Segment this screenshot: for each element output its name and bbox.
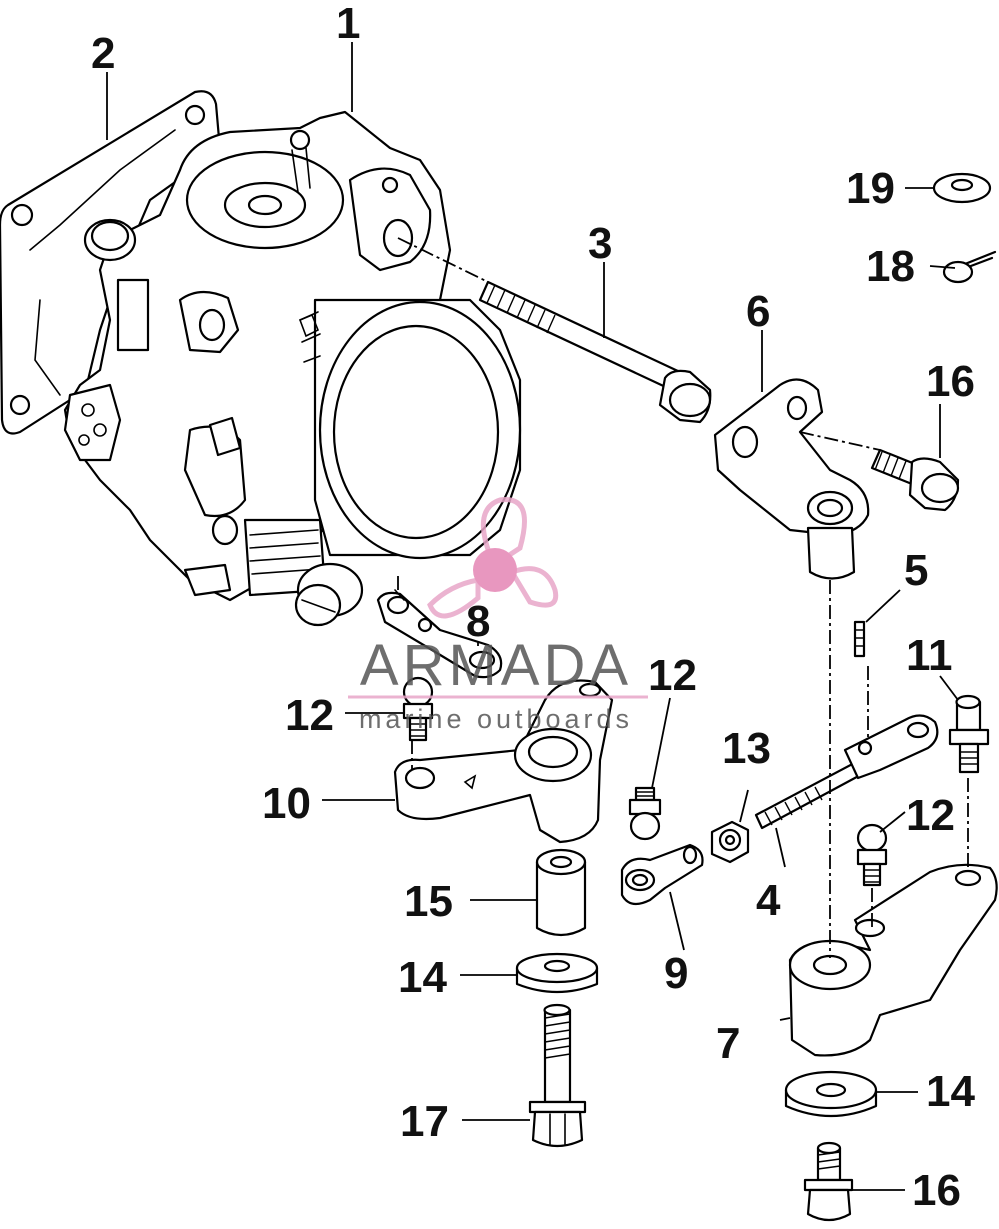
link-rod-end-part [376,589,503,679]
armada-watermark: ARMADA marine outboards [348,497,648,734]
callout-14-upper: 14 [398,953,447,1002]
throttle-body-part [63,110,522,627]
callout-12-right: 12 [906,791,955,840]
callout-1: 1 [336,0,360,48]
assembly-lines [397,237,969,958]
callout-16-upper: 16 [926,357,975,406]
callout-15: 15 [404,877,453,926]
rod-end-upper-part [843,714,939,780]
callout-18: 18 [866,242,915,291]
callout-9: 9 [664,949,688,998]
callout-12-middle: 12 [648,651,697,700]
stud-part [948,694,990,774]
propeller-blade-right [508,566,559,608]
ball-stud-right-part [856,823,888,887]
callout-6: 6 [746,287,770,336]
callout-3: 3 [588,219,612,268]
propeller-hub [473,548,517,592]
lever-part [393,679,614,844]
callout-10: 10 [262,779,311,828]
bolt-upper-part [870,448,960,512]
callout-4: 4 [756,876,781,925]
rod-end-9-part [620,843,704,906]
callout-11: 11 [906,631,953,680]
collar-part [535,848,587,937]
callout-13: 13 [722,724,771,773]
propeller-blade-top [480,497,527,569]
ball-stud-middle-part [628,786,662,841]
flange-bolt-16-part [803,1141,854,1222]
pin-part [853,620,866,658]
callout-14-lower: 14 [926,1067,975,1116]
propeller-logo [427,497,559,619]
callout-16-lower: 16 [912,1166,961,1215]
propeller-blade-left [427,577,481,619]
threaded-rod-part [754,758,868,830]
leader-lines [106,42,959,1191]
callout-2: 2 [91,29,115,78]
washer-14-lower-part [784,1070,878,1118]
nut-part [710,820,750,864]
callout-8: 8 [466,597,490,646]
flange-bolt-17-part [528,1003,587,1148]
watermark-brand: ARMADA [360,633,632,698]
long-bolt-part [478,280,712,424]
washer-19-part [932,172,992,204]
washer-14-upper-part [515,952,599,994]
callout-5: 5 [904,546,928,595]
bracket-part [713,378,870,580]
callout-17: 17 [400,1097,449,1146]
watermark-tagline: marine outboards [359,704,633,734]
callout-12-left: 12 [285,691,334,740]
lower-lever-part [788,863,998,1057]
callout-labels: 1 2 3 6 19 18 16 5 8 11 12 12 13 10 12 1… [91,0,975,1215]
callout-7: 7 [716,1019,740,1068]
callout-19: 19 [846,164,895,213]
